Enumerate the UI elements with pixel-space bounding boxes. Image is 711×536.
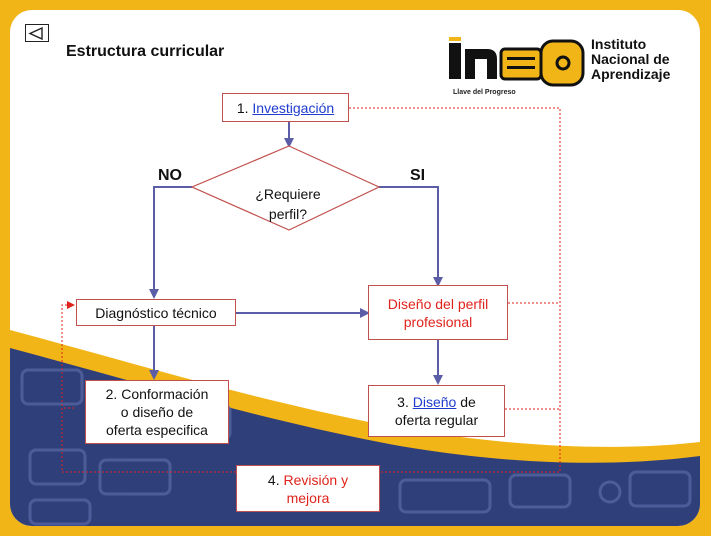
- node-text: o diseño de: [120, 404, 194, 420]
- node-conformacion: 2. Conformación o diseño de oferta espec…: [85, 380, 229, 444]
- decision-line: perfil?: [268, 206, 308, 222]
- node-diseno: 3. Diseño de oferta regular: [368, 385, 505, 437]
- node-line: 4. Revisión y: [268, 471, 348, 489]
- node-text: Revisión y: [283, 471, 349, 488]
- yellow-swoosh: [10, 330, 700, 463]
- logo-name: Instituto Nacional de Aprendizaje: [591, 37, 670, 82]
- decision-text: ¿Requiere perfil?: [239, 184, 337, 224]
- background-art: [10, 107, 700, 526]
- node-number: 1.: [236, 99, 253, 116]
- node-text: de: [456, 394, 476, 410]
- slide-title: Estructura curricular: [66, 43, 225, 60]
- logo-tagline: Llave del Progreso: [453, 89, 516, 96]
- node-number: 4.: [267, 471, 284, 488]
- node-perfil: Diseño del perfil profesional: [368, 285, 508, 340]
- node-investigacion: 1. Investigación: [222, 93, 349, 122]
- logo-name-line: Instituto: [591, 36, 647, 52]
- node-text: Diseño del perfil: [387, 295, 489, 312]
- connectors: [149, 122, 443, 385]
- node-diagnostico: Diagnóstico técnico: [76, 299, 236, 326]
- diseno-link[interactable]: Diseño: [412, 394, 457, 410]
- watermark-logos: [20, 368, 692, 526]
- node-text: oferta regular: [394, 412, 479, 428]
- node-line: 3. Diseño de: [397, 393, 476, 411]
- node-revision: 4. Revisión y mejora: [236, 465, 380, 512]
- node-text: profesional: [403, 313, 473, 330]
- back-button[interactable]: [25, 24, 49, 42]
- node-text: Diagnóstico técnico: [95, 304, 217, 321]
- node-text: mejora: [286, 489, 330, 506]
- ina-logo-icon: [447, 37, 587, 89]
- feedback-lines: [61, 107, 561, 473]
- branch-no-label: NO: [158, 167, 182, 184]
- logo-name-line: Nacional de: [591, 51, 670, 67]
- node-text: 2. Conformación: [105, 386, 209, 402]
- investigacion-link[interactable]: Investigación: [252, 99, 335, 116]
- logo-name-line: Aprendizaje: [591, 66, 671, 82]
- node-text: oferta especifica: [106, 422, 208, 438]
- branch-si-label: SI: [410, 167, 426, 184]
- back-triangle-icon: [28, 27, 43, 40]
- decision-line: ¿Requiere: [255, 186, 321, 202]
- node-number: 3.: [397, 394, 413, 410]
- decision-diamond: [190, 145, 381, 231]
- slide: Estructura curricular Llave del Progreso…: [10, 10, 700, 526]
